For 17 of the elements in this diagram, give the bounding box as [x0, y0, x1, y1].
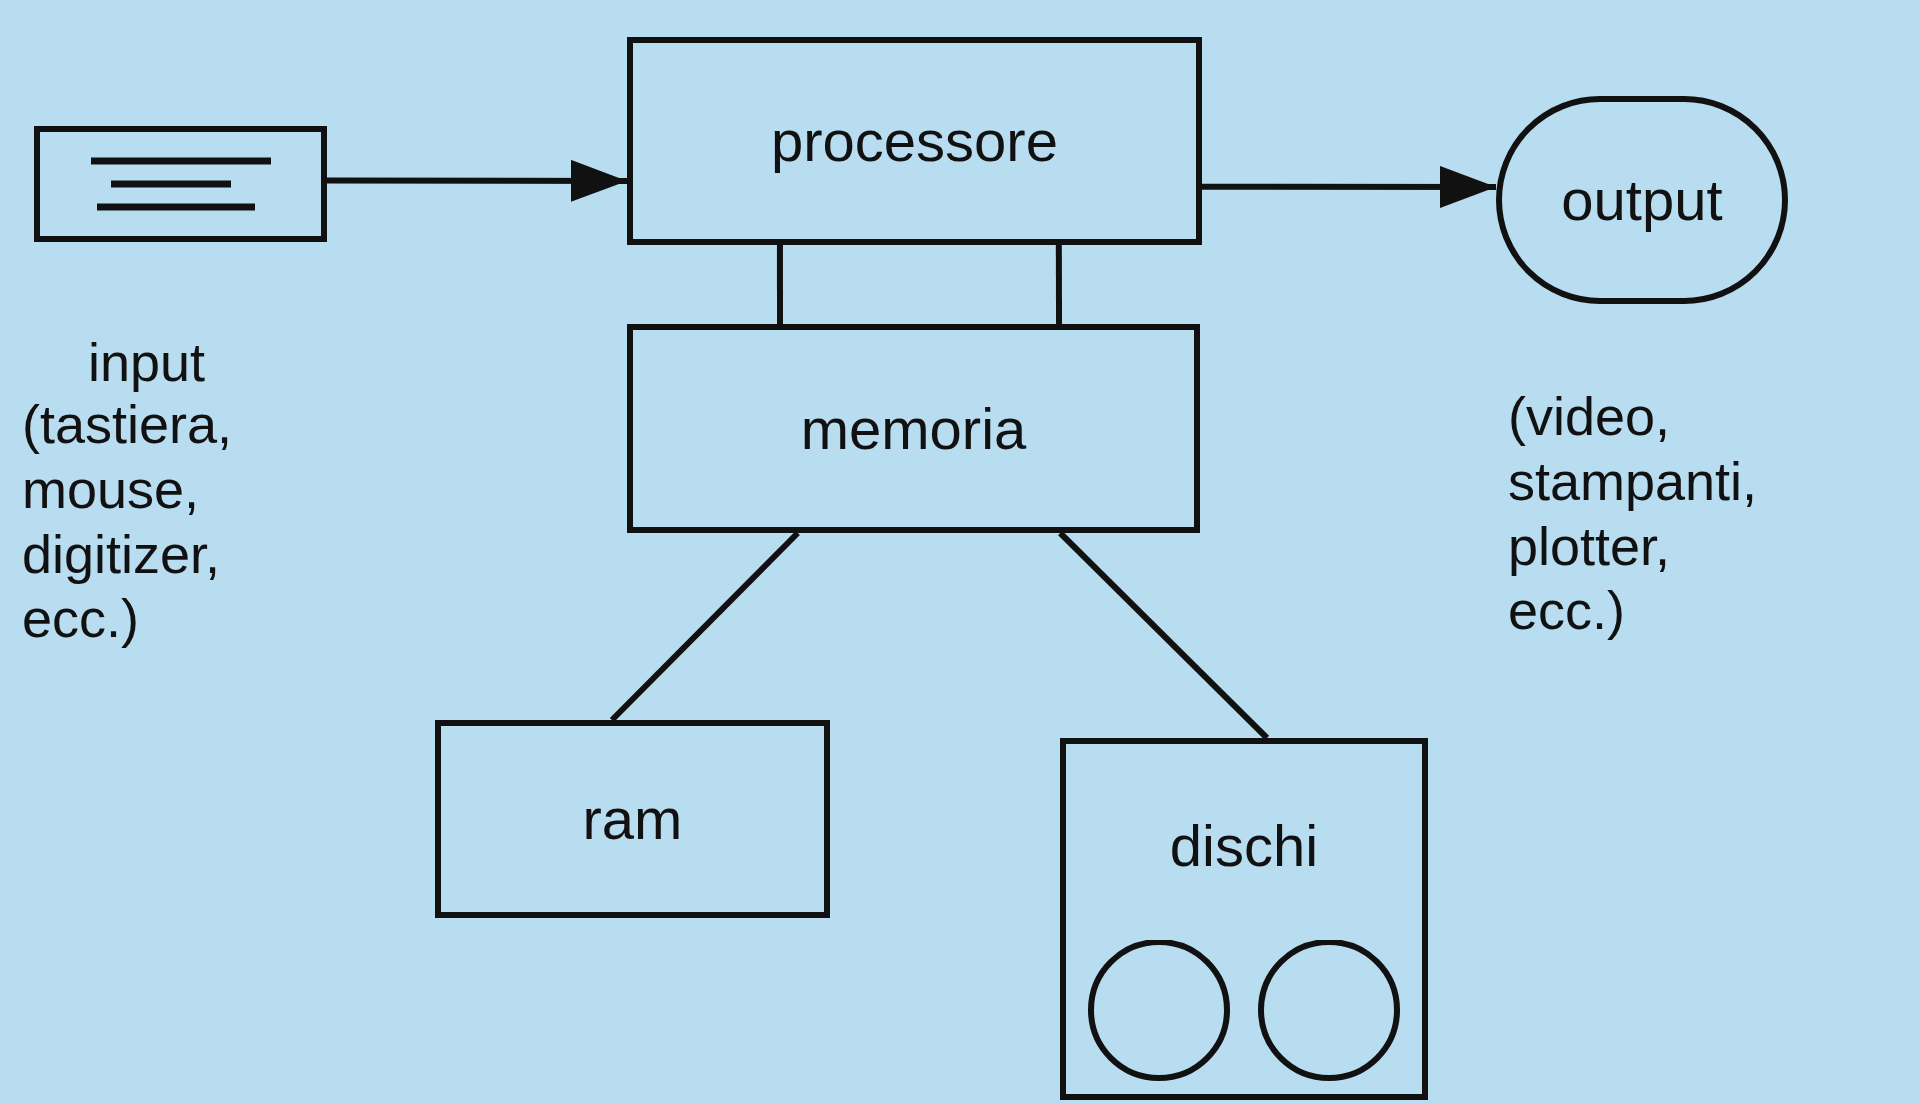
arrow [1202, 165, 1496, 208]
node-label: dischi [1169, 814, 1319, 878]
node-caption: input [88, 331, 207, 394]
input-device-drawing [34, 126, 327, 242]
process-box [627, 37, 1202, 245]
connector-line [776, 245, 783, 324]
node-label: ram [582, 787, 683, 851]
node-label: memoria [800, 396, 1027, 461]
connector-line [1055, 245, 1063, 324]
node-caption: (tastiera, mouse, digitizer, ecc.) [22, 393, 234, 651]
arrow [327, 159, 627, 202]
node-label: output [1561, 168, 1723, 232]
node-caption: (video, stampanti, plotter, ecc.) [1508, 385, 1759, 643]
node-label: processore [771, 109, 1058, 173]
process-box [435, 720, 830, 918]
process-box [627, 324, 1200, 533]
process-box [1060, 738, 1428, 1100]
